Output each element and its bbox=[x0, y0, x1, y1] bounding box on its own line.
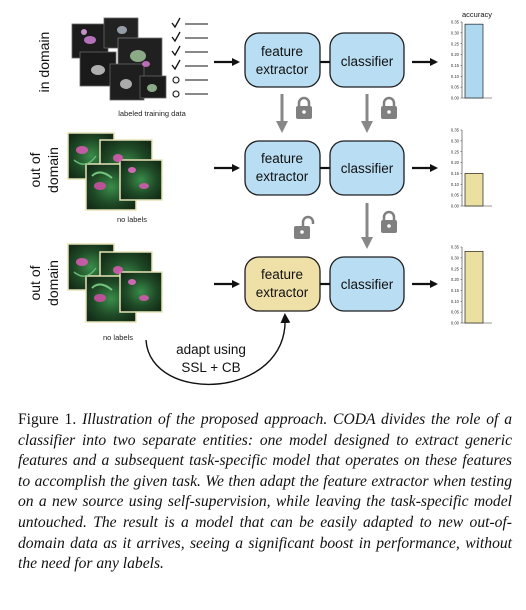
row1-classifier-text: classifier bbox=[341, 54, 394, 69]
chart-bar bbox=[464, 250, 484, 324]
circle-icon bbox=[172, 76, 208, 84]
row2-classifier-text: classifier bbox=[341, 161, 394, 176]
row2-extractor-line2: extractor bbox=[256, 169, 309, 184]
y-tick-label: 0.25 bbox=[451, 41, 460, 46]
row1-label-marks bbox=[171, 17, 208, 98]
y-tick-label: 0.30 bbox=[451, 255, 460, 260]
circle-icon bbox=[172, 90, 208, 98]
y-tick-label: 0.15 bbox=[451, 288, 460, 293]
y-tick-label: 0.25 bbox=[451, 266, 460, 271]
y-tick-label: 0.20 bbox=[451, 277, 460, 282]
caption-body: Illustration of the proposed approach. C… bbox=[18, 411, 512, 573]
row1-image-caption: labeled training data bbox=[118, 109, 186, 118]
y-tick-label: 0.30 bbox=[451, 30, 460, 35]
row3-image-stack bbox=[67, 243, 163, 323]
row2-domain-label: out of domain bbox=[27, 147, 61, 193]
y-tick-label: 0.35 bbox=[451, 128, 460, 133]
accuracy-chart-row1: accuracy 0.00 0.05 0.10 0.15 0.20 0.25 0.30 0.35 bbox=[451, 10, 492, 101]
row3-extractor-line2: extractor bbox=[256, 285, 309, 300]
chart-title: accuracy bbox=[462, 10, 492, 19]
y-tick-label: 0.15 bbox=[451, 63, 460, 68]
coda-figure: in domain out of domain out of domain la… bbox=[27, 10, 492, 386]
row3-domain-label: out of domain bbox=[27, 260, 61, 306]
row3-extractor-line1: feature bbox=[261, 267, 303, 282]
row1-label-text: in domain bbox=[36, 32, 52, 93]
y-tick-label: 0.10 bbox=[451, 182, 460, 187]
lock-closed-icon bbox=[381, 96, 397, 119]
figure-caption: Figure 1. Illustration of the proposed a… bbox=[18, 410, 512, 575]
check-icon bbox=[171, 17, 208, 29]
y-tick-label: 0.20 bbox=[451, 160, 460, 165]
adapt-label-line1: adapt using bbox=[176, 342, 246, 357]
y-tick-label: 0.30 bbox=[451, 138, 460, 143]
y-tick-label: 0.00 bbox=[451, 96, 460, 101]
row3-classifier-text: classifier bbox=[341, 277, 394, 292]
row2-label-line1: out of bbox=[27, 152, 43, 187]
y-tick-label: 0.35 bbox=[451, 245, 460, 250]
chart-bar bbox=[464, 23, 484, 99]
row2-extractor-line1: feature bbox=[261, 151, 303, 166]
chart-bar bbox=[464, 173, 484, 207]
row1-domain-label: in domain bbox=[36, 32, 52, 93]
accuracy-chart-row2: 0.00 0.05 0.10 0.15 0.20 0.25 0.30 0.35 bbox=[451, 128, 492, 209]
adapt-arrow bbox=[145, 313, 291, 386]
lock-closed-icon bbox=[381, 210, 397, 233]
y-tick-label: 0.25 bbox=[451, 149, 460, 154]
row1-extractor-line2: extractor bbox=[256, 62, 309, 77]
row3-image-caption: no labels bbox=[103, 333, 133, 342]
row3-label-line2: domain bbox=[45, 260, 61, 306]
row1-image-stack bbox=[71, 17, 167, 101]
row3-classifier-block: classifier bbox=[329, 256, 405, 312]
row1-extractor-line1: feature bbox=[261, 44, 303, 59]
y-tick-label: 0.15 bbox=[451, 171, 460, 176]
row2-image-stack bbox=[67, 132, 163, 211]
row1-classifier-block: classifier bbox=[329, 32, 405, 88]
y-tick-label: 0.05 bbox=[451, 85, 460, 90]
y-tick-label: 0.35 bbox=[451, 20, 460, 25]
accuracy-chart-row3: 0.00 0.05 0.10 0.15 0.20 0.25 0.30 0.35 bbox=[451, 245, 492, 326]
check-icon bbox=[171, 45, 208, 57]
y-tick-label: 0.05 bbox=[451, 310, 460, 315]
row3-label-line1: out of bbox=[27, 265, 43, 300]
caption-lead: Figure 1. bbox=[18, 411, 77, 428]
lock-closed-icon bbox=[296, 96, 312, 119]
y-tick-label: 0.05 bbox=[451, 193, 460, 198]
row2-classifier-block: classifier bbox=[329, 140, 405, 196]
row2-label-line2: domain bbox=[45, 147, 61, 193]
y-tick-label: 0.10 bbox=[451, 74, 460, 79]
y-tick-label: 0.10 bbox=[451, 299, 460, 304]
y-tick-label: 0.00 bbox=[451, 204, 460, 209]
row2-image-caption: no labels bbox=[117, 215, 147, 224]
adapt-label-line2: SSL + CB bbox=[181, 360, 240, 375]
y-tick-label: 0.20 bbox=[451, 52, 460, 57]
row1-feature-extractor-block: feature extractor bbox=[244, 32, 321, 88]
row3-feature-extractor-block: feature extractor bbox=[244, 256, 321, 312]
check-icon bbox=[171, 31, 208, 43]
y-tick-label: 0.00 bbox=[451, 321, 460, 326]
check-icon bbox=[171, 59, 208, 71]
row2-feature-extractor-block: feature extractor bbox=[244, 140, 321, 196]
lock-open-icon bbox=[294, 215, 315, 239]
